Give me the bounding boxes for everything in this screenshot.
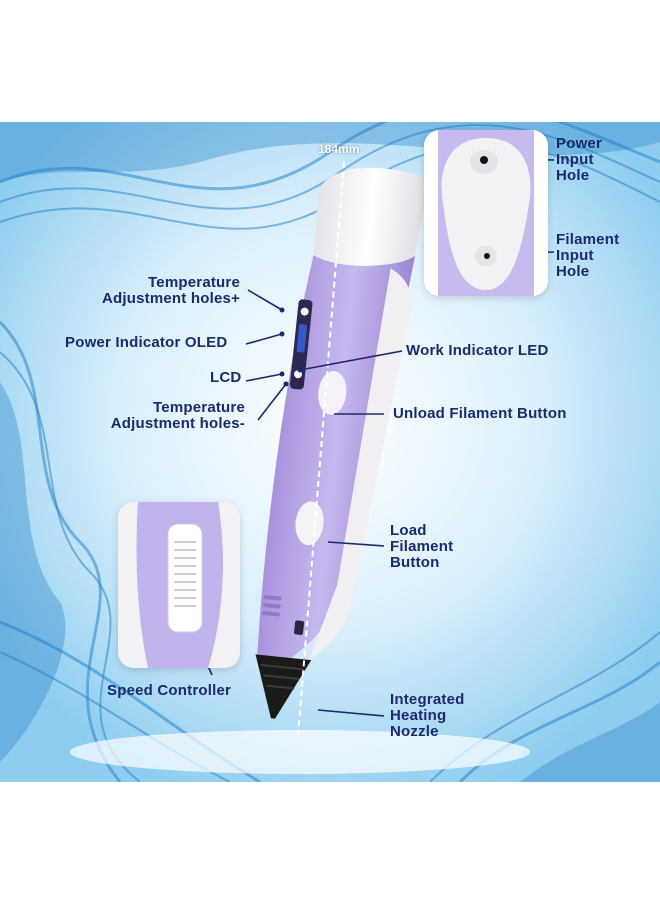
length-measurement: 184mm <box>318 142 360 156</box>
pen-top-closeup <box>424 130 548 296</box>
label-filament-input: Filament Input Hole <box>556 231 620 280</box>
label-temperature-minus: Temperature Adjustment holes- <box>110 399 245 432</box>
label-work-indicator: Work Indicator LED <box>406 342 549 359</box>
background-waves <box>0 122 660 782</box>
label-power-indicator: Power Indicator OLED <box>65 334 228 351</box>
input-holes-inset <box>424 130 548 296</box>
label-speed-controller: Speed Controller <box>107 682 232 699</box>
label-power-input: Power Input Hole <box>556 135 603 184</box>
label-unload-button: Unload Filament Button <box>393 405 567 422</box>
speed-slider-closeup <box>118 502 240 668</box>
product-photo: 184mm Temperature Adjustment holes+ Powe… <box>0 122 660 782</box>
label-temperature-plus: Temperature Adjustment holes+ <box>101 274 240 307</box>
label-nozzle: Integrated Heating Nozzle <box>390 691 465 740</box>
label-lcd: LCD <box>210 369 242 386</box>
speed-controller-inset <box>118 502 240 668</box>
label-load-button: Load Filament Button <box>390 522 454 571</box>
